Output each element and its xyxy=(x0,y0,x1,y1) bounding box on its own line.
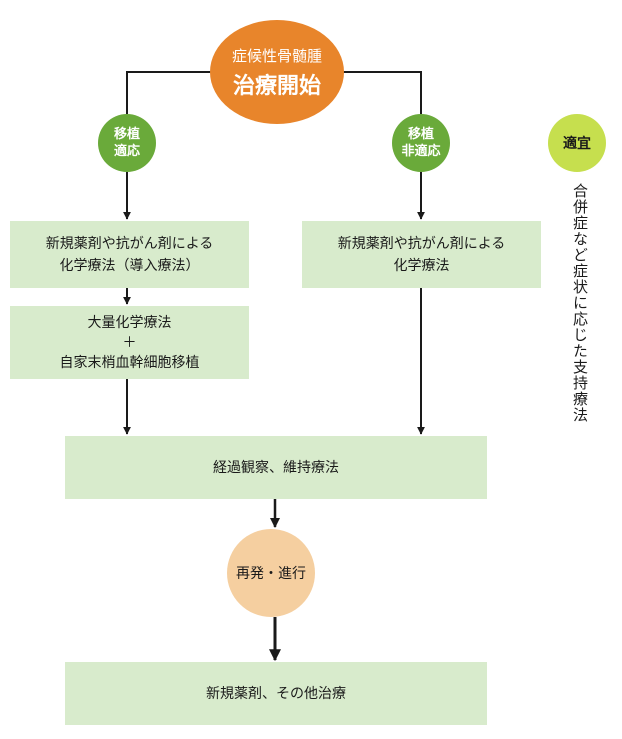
start-line2: 治療開始 xyxy=(232,73,321,99)
chemo-line1: 新規薬剤や抗がん剤による xyxy=(337,235,506,252)
as-needed-badge: 適宜 xyxy=(548,114,606,172)
start-line1: 症候性骨髄腫 xyxy=(231,46,322,65)
induction-therapy-box: 新規薬剤や抗がん剤による 化学療法（導入療法） xyxy=(10,221,249,288)
transplant-box: 大量化学療法 ＋ 自家末梢血幹細胞移植 xyxy=(10,306,249,379)
induction-line2: 化学療法（導入療法） xyxy=(59,257,200,274)
chemo-line2: 化学療法 xyxy=(393,257,450,274)
transplant-line2: ＋ xyxy=(122,334,137,351)
supportive-care-text: 合併症など症状に応じた支持療法 xyxy=(571,183,589,423)
transplant-line3: 自家末梢血幹細胞移植 xyxy=(59,354,200,371)
start-to-ineligible-connector xyxy=(342,71,422,114)
transplant-line1: 大量化学療法 xyxy=(87,314,172,331)
transplant-eligible-node: 移植 適応 xyxy=(98,114,156,172)
relapse-node: 再発・進行 xyxy=(227,529,315,617)
treatment-start-node: 症候性骨髄腫 治療開始 xyxy=(210,20,344,124)
new-treatment-box: 新規薬剤、その他治療 xyxy=(65,662,487,725)
new-treatment-label: 新規薬剤、その他治療 xyxy=(206,685,346,702)
relapse-label: 再発・進行 xyxy=(236,566,306,582)
transplant-ineligible-node: 移植 非適応 xyxy=(392,114,450,172)
induction-line1: 新規薬剤や抗がん剤による xyxy=(45,235,214,252)
chemotherapy-box: 新規薬剤や抗がん剤による 化学療法 xyxy=(302,221,541,288)
start-to-eligible-connector xyxy=(126,71,212,114)
maintenance-label: 経過観察、維持療法 xyxy=(213,459,339,476)
as-needed-label: 適宜 xyxy=(563,136,591,152)
ineligible-line2: 非適応 xyxy=(401,144,441,159)
eligible-line1: 移植 xyxy=(113,127,140,142)
eligible-line2: 適応 xyxy=(113,144,140,159)
ineligible-line1: 移植 xyxy=(407,127,434,142)
maintenance-box: 経過観察、維持療法 xyxy=(65,436,487,499)
